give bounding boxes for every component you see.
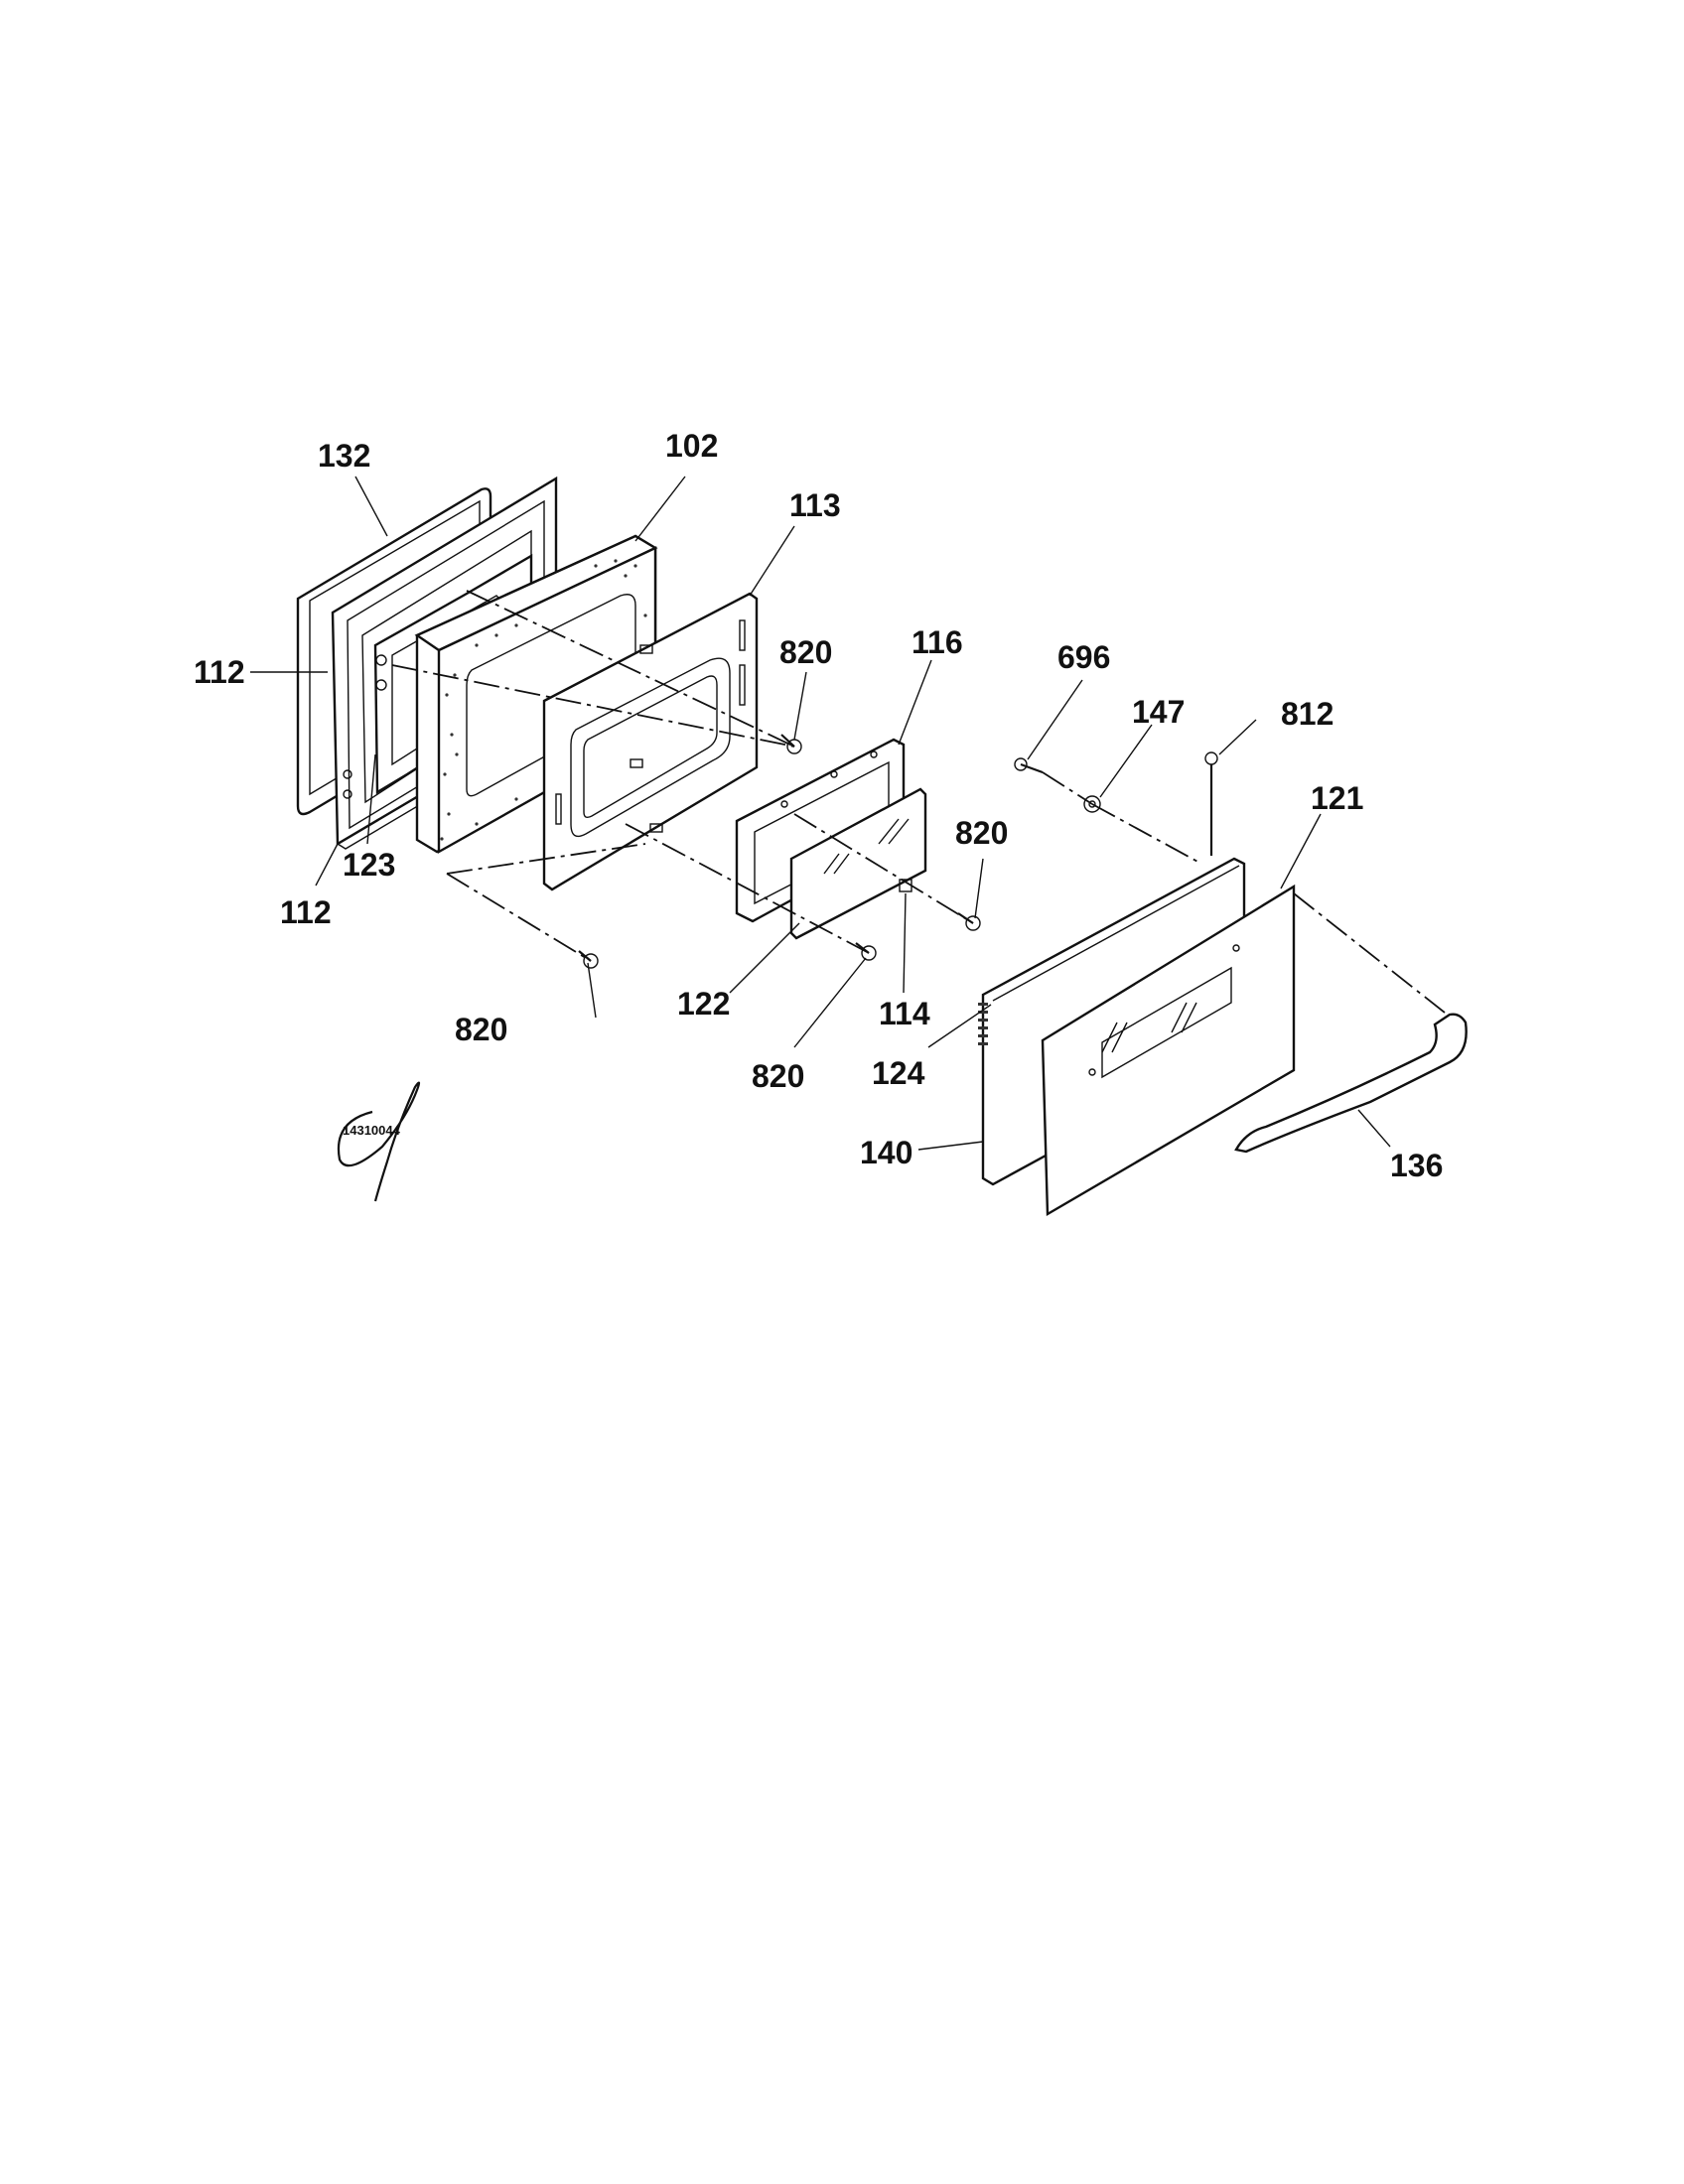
- screw-812-icon: [1204, 751, 1218, 856]
- callout-121: 121: [1311, 780, 1363, 816]
- callout-820-b: 820: [955, 815, 1008, 851]
- callout-102: 102: [665, 428, 718, 464]
- callout-113: 113: [789, 487, 841, 523]
- window-glass-122: [789, 787, 927, 940]
- callout-122: 122: [677, 986, 730, 1022]
- callout-147: 147: [1132, 694, 1185, 730]
- callout-140: 140: [860, 1135, 912, 1170]
- callout-820-d: 820: [752, 1058, 804, 1094]
- callout-112-bottom: 112: [280, 894, 332, 930]
- callout-820-c: 820: [455, 1012, 507, 1047]
- callout-820-a: 820: [779, 634, 832, 670]
- inner-door-panel-113: [542, 592, 759, 891]
- callout-136: 136: [1390, 1148, 1443, 1183]
- callout-812: 812: [1281, 696, 1333, 732]
- screw-820-c-icon: [578, 950, 599, 969]
- callout-114: 114: [879, 996, 930, 1031]
- screw-820-b-icon: [957, 912, 981, 931]
- leader-lines: [250, 476, 1391, 1151]
- outer-door-glass-121: [1041, 884, 1296, 1217]
- figure-id: 14310044: [343, 1123, 401, 1138]
- callout-123: 123: [343, 847, 395, 883]
- callout-696: 696: [1057, 639, 1110, 675]
- handwritten-mark: [337, 1081, 421, 1202]
- callout-116: 116: [912, 624, 963, 660]
- washer-147-icon: [1083, 795, 1101, 813]
- callout-124: 124: [872, 1055, 925, 1091]
- alignment-lines: [391, 590, 1446, 1014]
- screw-696-icon: [1014, 757, 1044, 774]
- callout-132: 132: [318, 438, 370, 474]
- callout-112-left: 112: [194, 654, 245, 690]
- door-handle-136: [1234, 1013, 1468, 1154]
